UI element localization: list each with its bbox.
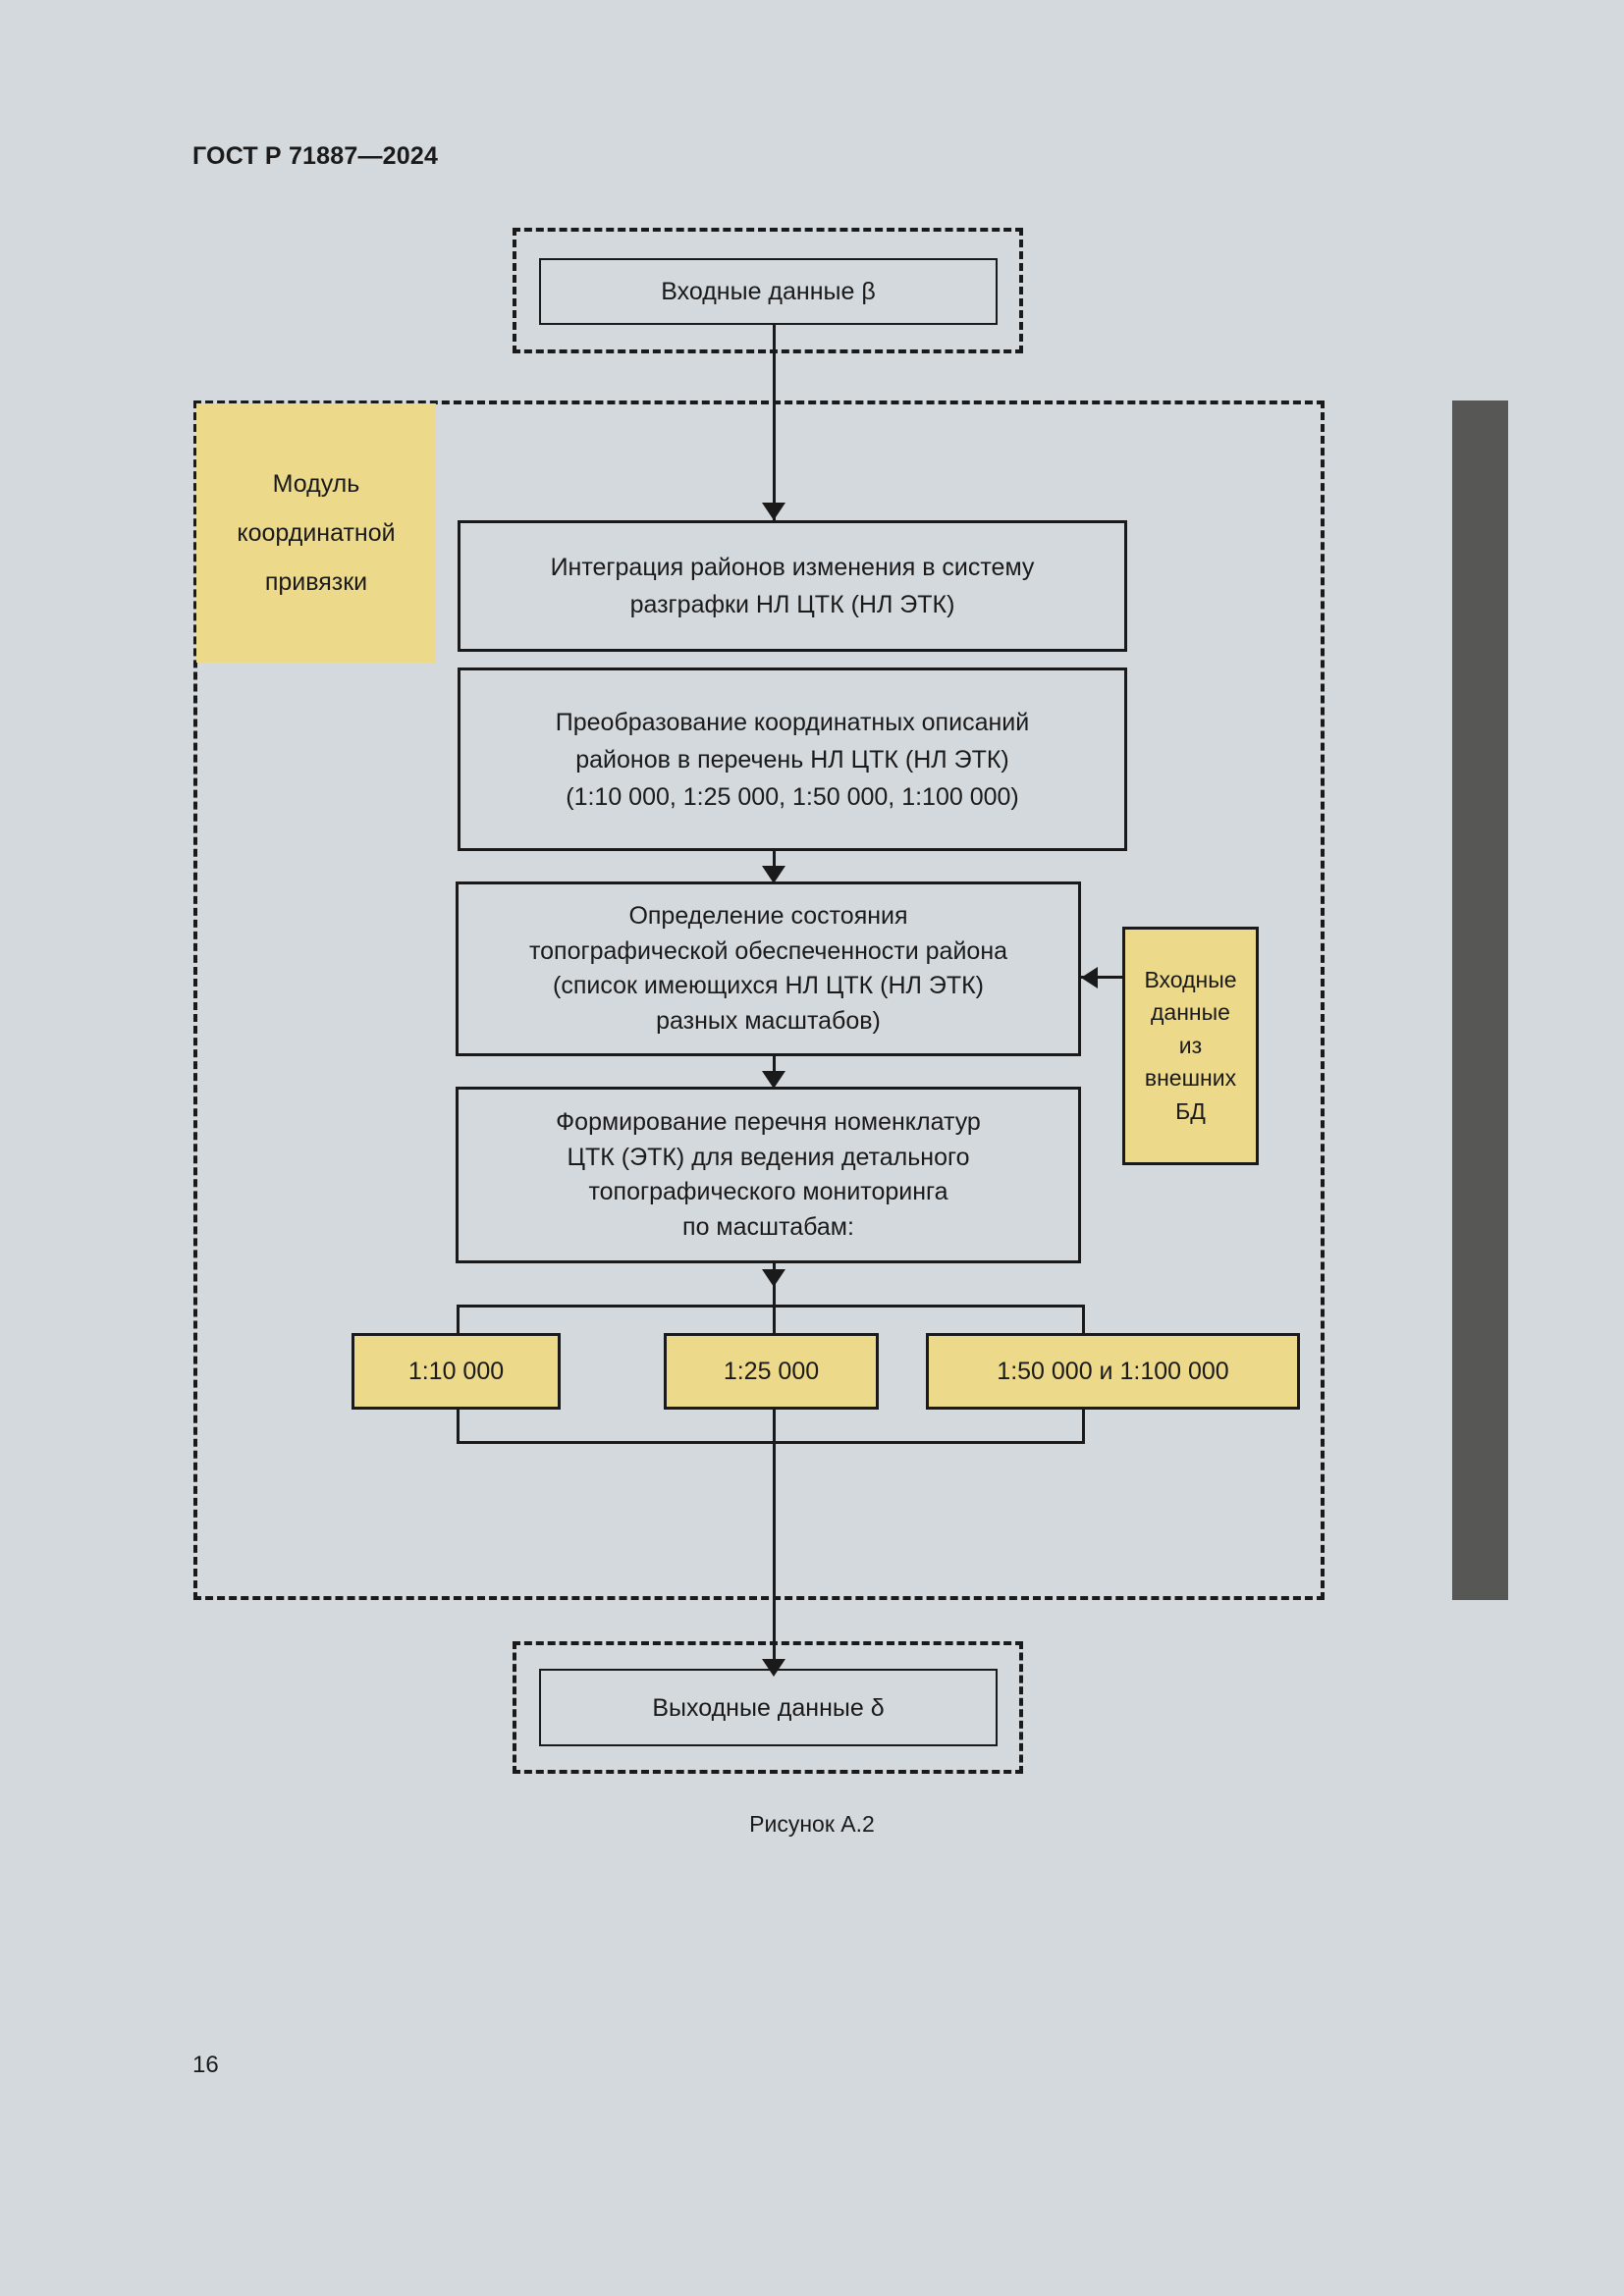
branch-rise-2 — [773, 1410, 776, 1444]
branch-rise-1 — [457, 1410, 460, 1444]
step-state-line2: топографической обеспеченности района — [528, 936, 1008, 965]
step-conversion[interactable]: Преобразование координатных описаний рай… — [458, 667, 1127, 851]
step-state-determination[interactable]: Определение состояния топографической об… — [456, 881, 1081, 1056]
step-conversion-line1: Преобразование координатных описаний — [555, 708, 1030, 736]
module-label: Модуль координатной привязки — [196, 403, 436, 663]
output-dashed-region — [513, 1641, 1023, 1774]
external-db-line2: данные — [1151, 999, 1230, 1026]
step-nomenclature-line3: топографического мониторинга — [588, 1178, 948, 1205]
step-nomenclature-list[interactable]: Формирование перечня номенклатур ЦТК (ЭТ… — [456, 1087, 1081, 1263]
module-label-line3: привязки — [264, 568, 368, 596]
step-integration[interactable]: Интеграция районов изменения в систему р… — [458, 520, 1127, 652]
output-node-label: Выходные данные δ — [652, 1693, 885, 1722]
step-state-line3: (список имеющихся НЛ ЦТК (НЛ ЭТК) — [553, 972, 984, 999]
module-label-line1: Модуль — [272, 470, 360, 498]
input-node-label: Входные данные β — [661, 278, 876, 305]
external-db-node[interactable]: Входные данные из внешних БД — [1122, 927, 1259, 1165]
module-label-line2: координатной — [237, 519, 396, 547]
external-db-line1: Входные — [1144, 967, 1237, 993]
input-node[interactable]: Входные данные β — [539, 258, 998, 325]
step-conversion-line2: районов в перечень НЛ ЦТК (НЛ ЭТК) — [575, 745, 1009, 774]
step-integration-line2: разграфки НЛ ЦТК (НЛ ЭТК) — [629, 591, 955, 618]
arrow-to-output — [762, 1659, 785, 1677]
step-nomenclature-line1: Формирование перечня номенклатур — [556, 1108, 981, 1136]
scale-box-3-label: 1:50 000 и 1:100 000 — [997, 1358, 1229, 1385]
output-node[interactable]: Выходные данные δ — [539, 1669, 998, 1746]
step-state-line1: Определение состояния — [628, 902, 908, 930]
input-dashed-region — [513, 228, 1023, 353]
document-header: ГОСТ Р 71887—2024 — [192, 142, 439, 170]
figure-caption: Рисунок А.2 — [749, 1811, 875, 1837]
connector-branches-to-output — [773, 1441, 776, 1677]
connector-externaldb-to-step3 — [1081, 976, 1125, 979]
external-db-line3: из — [1178, 1032, 1203, 1058]
step-integration-line1: Интеграция районов изменения в систему — [550, 554, 1035, 581]
step-conversion-line3: (1:10 000, 1:25 000, 1:50 000, 1:100 000… — [566, 782, 1019, 811]
module-dashed-region — [193, 400, 1325, 1600]
page-number: 16 — [192, 2052, 219, 2078]
scale-box-1[interactable]: 1:10 000 — [352, 1333, 561, 1410]
scale-box-1-label: 1:10 000 — [407, 1358, 505, 1385]
branch-split-bar — [457, 1305, 1085, 1308]
scale-box-2[interactable]: 1:25 000 — [664, 1333, 879, 1410]
step-nomenclature-line4: по масштабам: — [682, 1212, 854, 1241]
external-db-line5: БД — [1175, 1097, 1206, 1124]
arrow-externaldb-to-step3 — [1081, 967, 1098, 988]
branch-merge-bar — [457, 1441, 1085, 1444]
arrow-step3-to-step4 — [762, 1071, 785, 1089]
page-edge-marker-bar — [1452, 400, 1508, 1600]
arrow-step2-to-step3 — [762, 866, 785, 883]
external-db-line4: внешних — [1144, 1065, 1237, 1092]
step-nomenclature-line2: ЦТК (ЭТК) для ведения детального — [567, 1143, 970, 1171]
scale-box-2-label: 1:25 000 — [723, 1358, 820, 1385]
scale-box-3[interactable]: 1:50 000 и 1:100 000 — [926, 1333, 1300, 1410]
connector-input-to-step1 — [773, 325, 776, 520]
step-state-line4: разных масштабов) — [656, 1006, 881, 1035]
arrow-step4-to-branches — [762, 1269, 785, 1287]
arrow-input-to-step1 — [762, 503, 785, 520]
branch-rise-3 — [1082, 1410, 1085, 1444]
